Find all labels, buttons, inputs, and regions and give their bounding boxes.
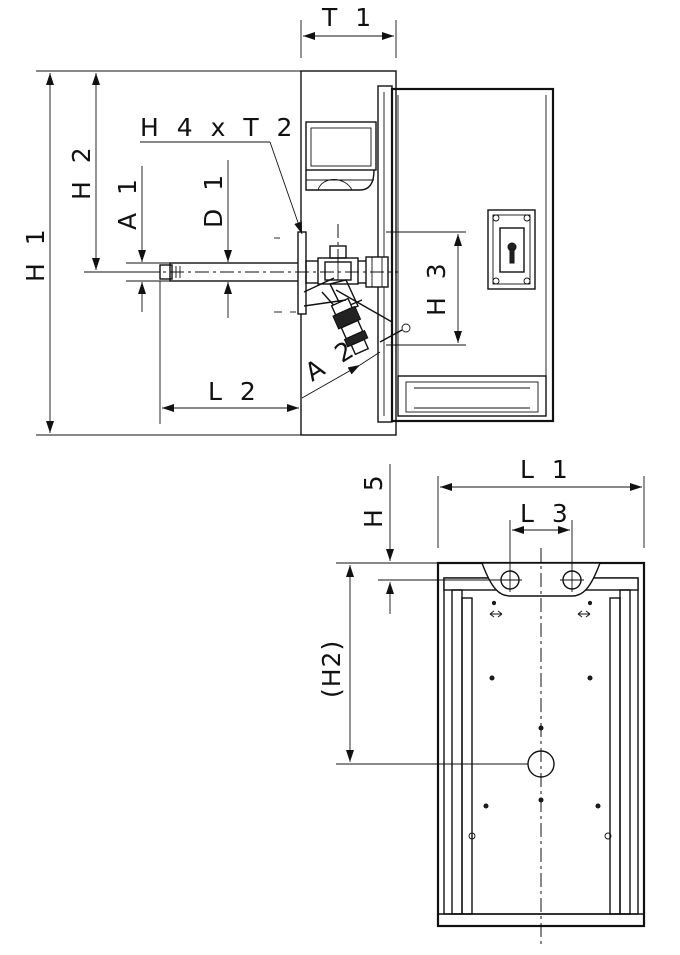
left-rail <box>451 589 463 915</box>
wall-flange <box>297 231 307 315</box>
dim-label-h2-bracket: (H2) <box>317 640 346 698</box>
cabinet-body <box>390 87 555 423</box>
key-tag-icon <box>401 323 411 333</box>
front-view: L 1 L 3 H 5 (H2) <box>317 455 646 945</box>
lock-plate <box>487 209 536 290</box>
keyhole-housing <box>499 227 525 273</box>
bottom-handle <box>397 375 547 417</box>
dim-a2-line <box>301 364 361 399</box>
hose-coupling <box>330 297 370 356</box>
dim-label-a1: A 1 <box>113 174 142 230</box>
right-rail <box>619 589 631 915</box>
dim-label-l1: L 1 <box>520 455 573 484</box>
dim-label-h3: H 3 <box>422 258 451 316</box>
dim-label-h2: H 2 <box>67 142 96 200</box>
dim-label-h4xt2: H 4 x T 2 <box>140 113 297 142</box>
side-view: T 1 H 1 H 2 A 1 D 1 H 4 x T 2 H 3 A 2 <box>21 3 555 436</box>
dim-label-t1: T 1 <box>321 3 376 32</box>
door-frame <box>377 85 393 423</box>
dim-h4xt2-leader <box>269 141 303 235</box>
dim-label-d1: D 1 <box>199 170 228 228</box>
valve-box <box>305 121 377 171</box>
dim-label-h1: H 1 <box>21 224 50 282</box>
dim-label-h5: H 5 <box>359 470 388 528</box>
dim-label-l2: L 2 <box>208 377 261 406</box>
dim-label-l3: L 3 <box>520 499 573 528</box>
